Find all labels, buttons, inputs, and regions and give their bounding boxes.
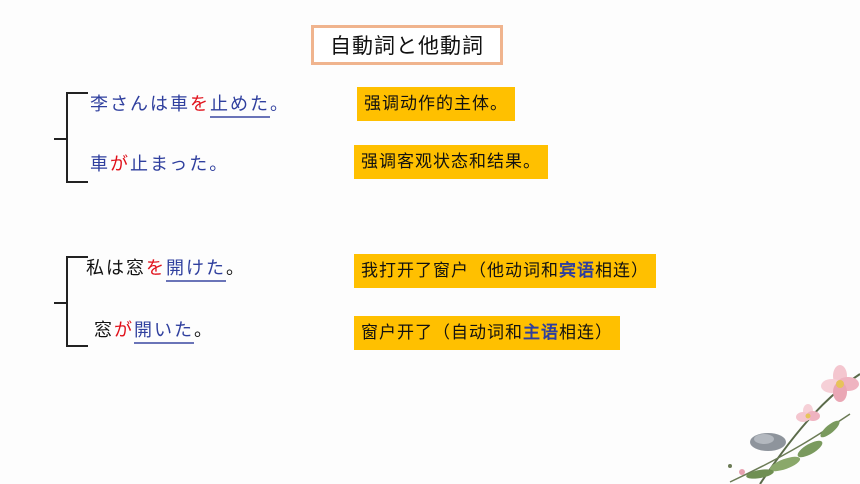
note-text: 我打开了窗户（他动词和 (361, 261, 559, 281)
note-result-emphasis: 强调客观状态和结果。 (354, 145, 548, 179)
sentence-transitive-1: 李さんは車を止めた。 (90, 92, 290, 118)
particle-ga: が (110, 154, 130, 175)
brace-tick-1 (54, 137, 68, 140)
left-brace-1 (54, 92, 88, 183)
slide-title: 自動詞と他動詞 (311, 25, 503, 65)
sentence-intransitive-2: 窓が開いた。 (94, 318, 214, 344)
particle-wo: を (146, 258, 166, 279)
left-brace-2 (54, 256, 88, 347)
verb-underlined: 止めた (210, 94, 270, 118)
sentence-part: 窓 (94, 320, 114, 341)
note-transitive-object: 我打开了窗户（他动词和宾语相连） (354, 254, 656, 288)
particle-ga: が (114, 320, 134, 341)
note-highlight: 主语 (523, 323, 559, 343)
brace-tick-2 (54, 301, 68, 304)
sentence-intransitive-1: 車が止まった。 (90, 152, 229, 178)
note-text: 相连） (559, 323, 613, 343)
note-text: 强调动作的主体。 (364, 94, 508, 114)
verb-underlined: 開けた (166, 258, 226, 282)
verb-underlined: 開いた (134, 320, 194, 344)
sentence-period: 。 (270, 94, 290, 115)
sentence-period: 。 (226, 258, 246, 279)
note-intransitive-subject: 窗户开了（自动词和主语相连） (354, 316, 620, 350)
note-text: 窗户开了（自动词和 (361, 323, 523, 343)
note-subject-emphasis: 强调动作的主体。 (357, 87, 515, 121)
sentence-period: 。 (194, 320, 214, 341)
slide-title-text: 自動詞と他動詞 (330, 34, 484, 58)
note-text: 强调客观状态和结果。 (361, 152, 541, 172)
sentence-part: 車 (90, 154, 110, 175)
sentence-transitive-2: 私は窓を開けた。 (86, 256, 246, 282)
flower-decoration-image (728, 365, 860, 484)
note-text: 相连） (595, 261, 649, 281)
note-highlight: 宾语 (559, 261, 595, 281)
sentence-part: 李さんは車 (90, 94, 190, 115)
particle-wo: を (190, 94, 210, 115)
sentence-part: 止まった。 (130, 154, 230, 175)
sentence-part: 私は窓 (86, 258, 146, 279)
